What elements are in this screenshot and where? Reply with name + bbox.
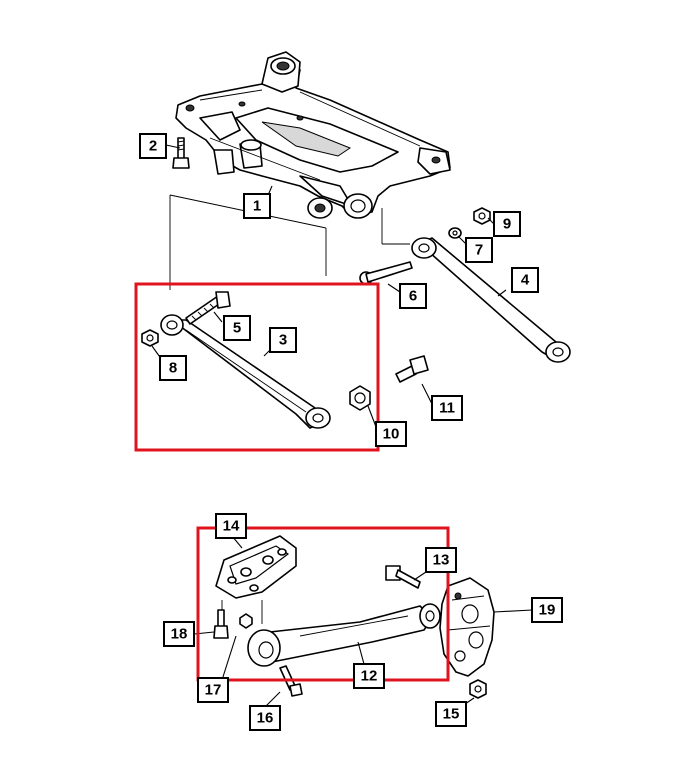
bracket-14 (215, 535, 297, 599)
knuckle-19 (439, 577, 495, 677)
washer-7 (448, 227, 462, 239)
callout-9: 9 (493, 211, 521, 237)
svg-text:15: 15 (443, 706, 460, 723)
callout-17: 17 (197, 677, 229, 703)
callout-15: 15 (435, 701, 467, 727)
svg-text:9: 9 (503, 216, 511, 233)
bolt-6 (359, 261, 413, 285)
callout-13: 13 (425, 547, 457, 573)
control-arm-4 (411, 237, 571, 363)
callout-4: 4 (511, 267, 539, 293)
callout-1: 1 (243, 193, 271, 219)
bolt-5 (185, 291, 231, 325)
callout-6: 6 (399, 283, 427, 309)
nut-8 (141, 329, 159, 347)
svg-text:18: 18 (171, 626, 188, 643)
trailing-arm-12 (247, 603, 441, 667)
callout-7: 7 (465, 237, 493, 263)
callout-16: 16 (249, 705, 281, 731)
nut-10 (349, 385, 371, 411)
callout-2: 2 (139, 133, 167, 159)
bolt-16 (279, 665, 303, 697)
nut-9 (473, 207, 491, 225)
svg-text:5: 5 (233, 320, 241, 337)
bolt-2 (172, 137, 190, 169)
bolt-13 (385, 565, 421, 589)
callout-19: 19 (531, 597, 563, 623)
svg-text:16: 16 (257, 710, 274, 727)
bolt-11 (395, 355, 429, 383)
svg-text:10: 10 (383, 426, 400, 443)
svg-text:12: 12 (361, 668, 378, 685)
callout-5: 5 (223, 315, 251, 341)
svg-text:8: 8 (169, 360, 177, 377)
svg-text:1: 1 (253, 198, 261, 215)
nut-near-17 (239, 613, 253, 629)
svg-text:11: 11 (439, 400, 455, 417)
crossmember (175, 51, 451, 219)
nut-15 (469, 679, 487, 699)
svg-text:2: 2 (149, 138, 157, 155)
highlight-box-arm-3 (134, 282, 380, 452)
callout-14: 14 (215, 513, 247, 539)
svg-text:7: 7 (475, 242, 483, 259)
svg-text:13: 13 (433, 552, 450, 569)
bolt-18 (213, 609, 229, 639)
svg-text:4: 4 (521, 272, 530, 289)
svg-text:14: 14 (223, 518, 240, 535)
callout-18: 18 (163, 621, 195, 647)
svg-text:3: 3 (279, 332, 287, 349)
svg-text:6: 6 (409, 288, 417, 305)
callout-8: 8 (159, 355, 187, 381)
svg-text:19: 19 (539, 602, 556, 619)
control-arm-3 (160, 314, 331, 429)
callout-3: 3 (269, 327, 297, 353)
callout-11: 11 (431, 395, 463, 421)
highlight-box-arm-12 (196, 526, 450, 682)
svg-text:17: 17 (205, 682, 222, 699)
callout-10: 10 (375, 421, 407, 447)
callout-12: 12 (353, 663, 385, 689)
